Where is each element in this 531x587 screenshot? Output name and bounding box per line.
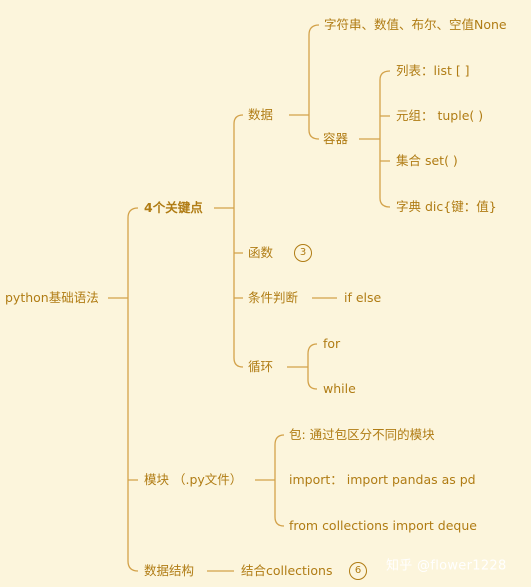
node-loop: 循环 xyxy=(248,359,274,374)
node-function: 函数 xyxy=(248,245,274,260)
connector-loop xyxy=(287,343,318,390)
connector-container xyxy=(359,70,391,208)
node-condition: 条件判断 xyxy=(248,290,299,305)
node-data-scalars: 字符串、数值、布尔、空值None xyxy=(324,17,507,32)
node-data: 数据 xyxy=(248,107,274,122)
node-module-import: import： import pandas as pd xyxy=(289,472,476,487)
node-ds-combine: 结合collections xyxy=(241,563,333,578)
ds-count-badge: 6 xyxy=(349,562,367,580)
node-condition-detail: if else xyxy=(344,290,382,305)
function-count-badge: 3 xyxy=(294,244,312,262)
connector-root xyxy=(108,207,139,572)
node-container-list: 列表：list [ ] xyxy=(396,63,470,78)
node-loop-for: for xyxy=(323,336,341,351)
node-data-structures: 数据结构 xyxy=(144,563,195,578)
node-module-from: from collections import deque xyxy=(289,518,477,533)
node-container-tuple: 元组： tuple( ) xyxy=(396,108,484,123)
node-container-dict: 字典 dic{键：值} xyxy=(396,199,497,214)
node-loop-while: while xyxy=(323,381,356,396)
node-modules: 模块 （.py文件） xyxy=(144,472,243,487)
watermark-text: 知乎 @flower1228 xyxy=(386,558,507,574)
connector-data xyxy=(289,24,320,140)
connector-modules xyxy=(255,434,285,527)
connector-key-points xyxy=(214,114,244,368)
node-container: 容器 xyxy=(323,131,349,146)
root-node: python基础语法 xyxy=(5,290,99,305)
node-container-set: 集合 set( ) xyxy=(396,153,458,168)
node-module-package: 包: 通过包区分不同的模块 xyxy=(289,427,435,442)
node-key-points: 4个关键点 xyxy=(144,200,203,215)
